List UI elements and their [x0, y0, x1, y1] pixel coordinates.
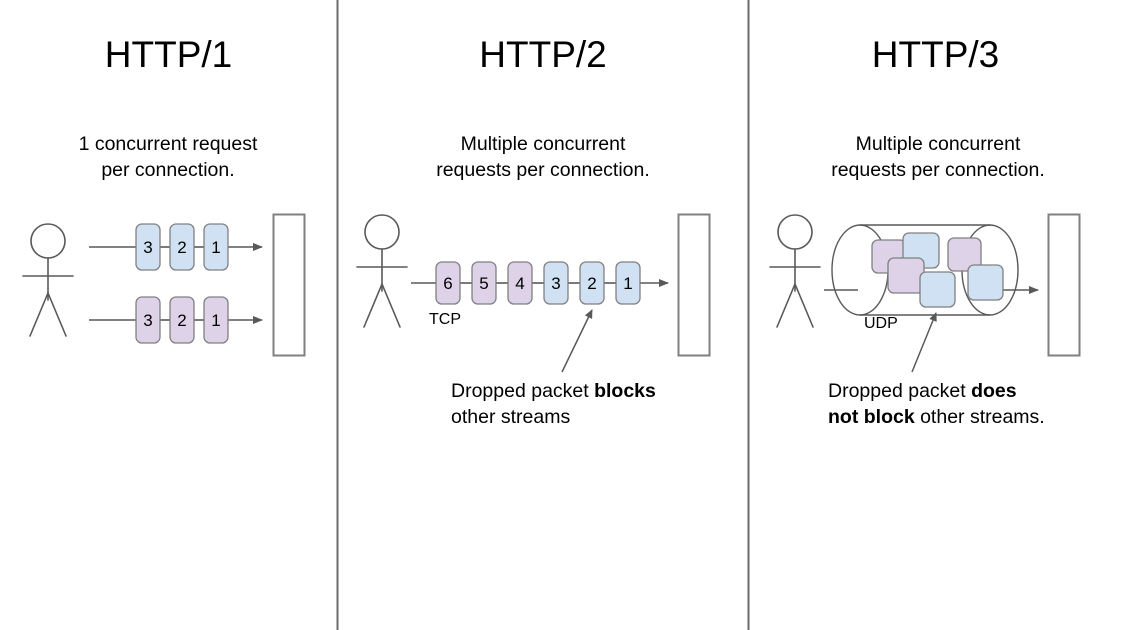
packet-label: 2 [587, 274, 596, 293]
note-text: other streams. [914, 406, 1045, 428]
http3-client-stick-figure [769, 214, 821, 328]
subtitle-line: requests per connection. [831, 159, 1045, 181]
packet-label: 3 [143, 311, 152, 330]
http1-server-rectangle [272, 213, 306, 357]
note-line: Dropped packet does [828, 378, 1118, 404]
http3-server-rectangle [1047, 213, 1081, 357]
note-text: other streams [451, 406, 571, 428]
transport-label-udp: UDP [864, 315, 898, 332]
note-emphasis: does [971, 380, 1017, 402]
subtitle-line: Multiple concurrent [460, 133, 626, 155]
note-text: Dropped packet [451, 380, 595, 402]
subtitle-line: requests per connection. [436, 159, 650, 181]
packet-label: 1 [211, 238, 220, 257]
panel-title-http3: HTTP/3 [871, 34, 1000, 75]
note-emphasis: not block [828, 406, 915, 428]
http2-client-stick-figure [356, 214, 408, 328]
http2-stream-packets: 6 5 4 3 2 1 [435, 261, 641, 305]
note-line: other streams [451, 404, 731, 430]
http1-client-stick-figure [22, 223, 74, 337]
panel-subtitle-http3: Multiple concurrent requests per connect… [758, 131, 1118, 183]
packet-label: 1 [211, 311, 220, 330]
panel-subtitle-http2: Multiple concurrent requests per connect… [348, 131, 738, 183]
http3-callout-arrow [911, 312, 937, 373]
packet-label: 4 [515, 274, 524, 293]
packet-label: 2 [177, 311, 186, 330]
panel-subtitle-http1: 1 concurrent request per connection. [8, 131, 328, 183]
note-emphasis: blocks [594, 380, 656, 402]
http2-server-rectangle [677, 213, 711, 357]
subtitle-line: per connection. [101, 159, 235, 181]
transport-label-tcp: TCP [429, 311, 461, 328]
packet-label: 3 [143, 238, 152, 257]
subtitle-line: 1 concurrent request [78, 133, 258, 155]
packet-label: 1 [623, 274, 632, 293]
packet-label: 2 [177, 238, 186, 257]
http2-callout-arrow [561, 309, 593, 373]
subtitle-line: Multiple concurrent [855, 133, 1021, 155]
http3-cylinder-packets [871, 232, 1004, 308]
packet-label: 6 [443, 274, 452, 293]
http1-stream-1-packets: 3 2 1 [135, 223, 229, 271]
packet-label: 3 [551, 274, 560, 293]
http1-stream-2-packets: 3 2 1 [135, 296, 229, 344]
panel-note-http2: Dropped packet blocks other streams [451, 378, 731, 430]
note-line: Dropped packet blocks [451, 378, 731, 404]
panel-note-http3: Dropped packet does not block other stre… [828, 378, 1118, 430]
note-line: not block other streams. [828, 404, 1118, 430]
note-text: Dropped packet [828, 380, 972, 402]
packet-label: 5 [479, 274, 488, 293]
panel-title-http1: HTTP/1 [104, 34, 233, 75]
panel-title-http2: HTTP/2 [479, 34, 607, 75]
